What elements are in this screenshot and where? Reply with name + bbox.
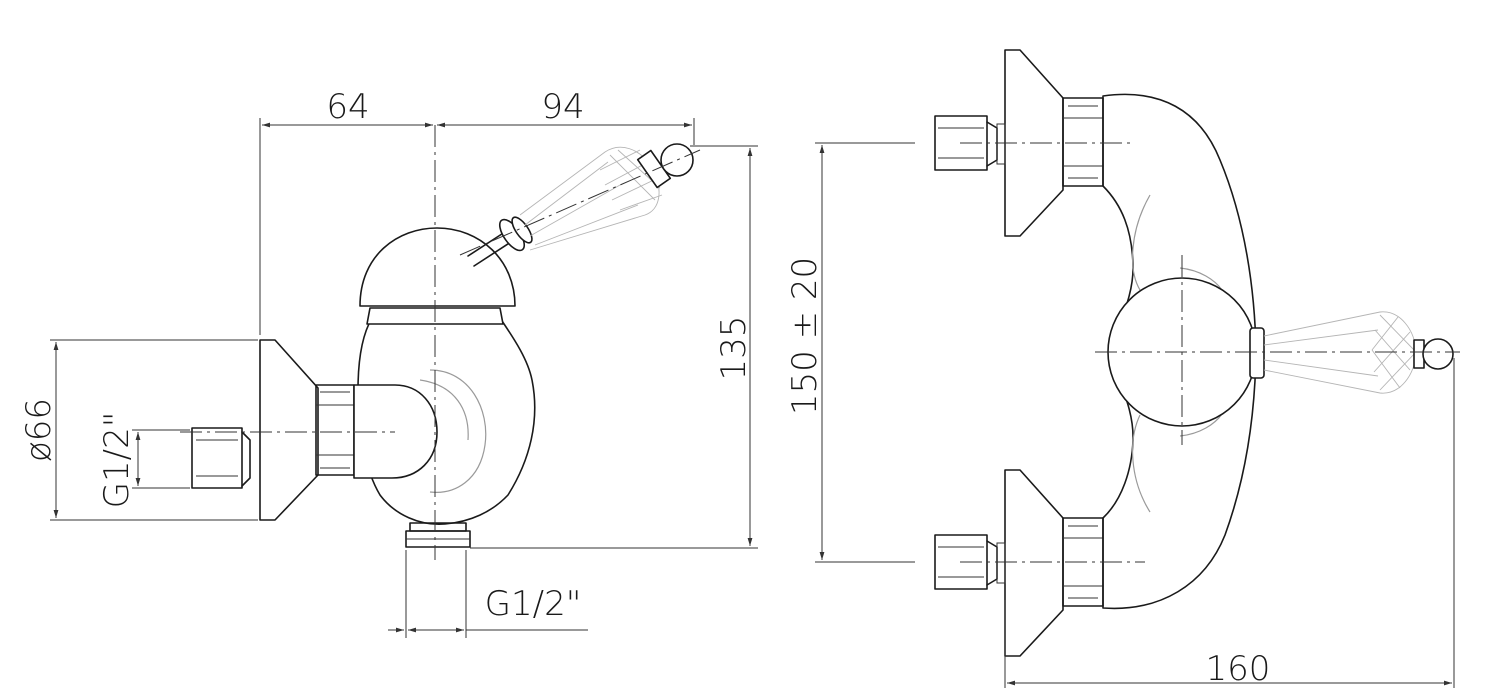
dim-flange-diameter-label: ø66 [19,398,59,462]
dim-top-widths: 64 94 [259,87,695,335]
dim-outlet-thread: G1/2" [388,550,588,638]
dim-flange-diameter: ø66 [19,339,258,521]
front-bottom-inlet [934,534,1006,590]
front-top-flange [1004,49,1064,237]
side-inlet-pipe [191,427,260,489]
dim-front-width-label: 160 [1206,649,1271,689]
dim-front-width: 160 [1004,358,1455,689]
dim-width-body-label: 64 [326,87,369,127]
side-elbow [353,384,438,479]
dim-inlet-spacing-label: 150 ± 20 [785,257,825,415]
side-outlet-nut [405,522,471,548]
front-lever-collar [1249,327,1265,379]
side-lever-stem [467,216,533,267]
dim-width-handle-label: 94 [541,87,584,127]
side-view: 64 94 135 ø66 G1/2" [19,87,758,638]
dim-height-total: 135 [470,145,758,549]
side-hex-nut [315,384,355,476]
front-top-nut [1062,97,1104,187]
dim-inlet-thread-label: G1/2" [97,412,137,509]
dim-inlet-thread: G1/2" [97,412,190,509]
front-view: 150 ± 20 160 [785,49,1460,689]
dim-inlet-spacing: 150 ± 20 [785,142,915,563]
front-knob-end [1413,338,1454,370]
dim-outlet-thread-label: G1/2" [485,584,582,624]
front-bottom-flange [1004,469,1064,657]
dim-height-total-label: 135 [714,316,754,381]
side-wall-flange [259,339,319,521]
side-knob-end [636,143,694,189]
